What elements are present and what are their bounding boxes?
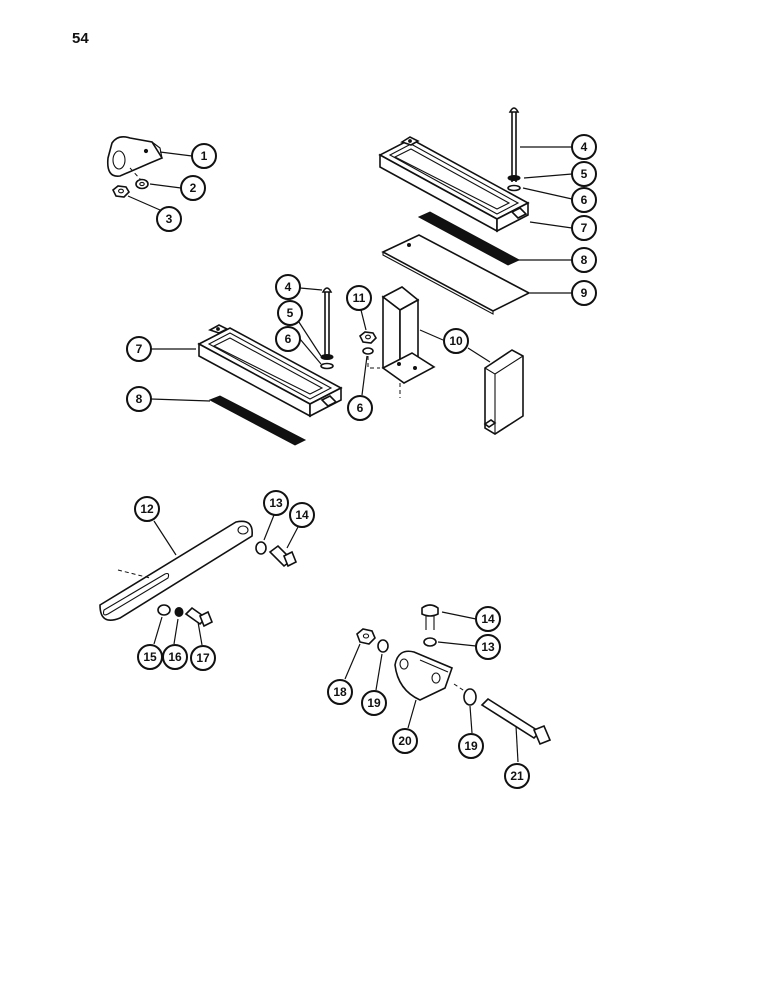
part-washer-lower — [320, 354, 334, 360]
part-lockwasher-16 — [174, 607, 184, 617]
svg-text:10: 10 — [449, 334, 463, 348]
part-bolt-upper — [508, 107, 520, 182]
callout-19-left: 19 — [361, 690, 387, 716]
svg-text:3: 3 — [166, 212, 173, 226]
svg-text:11: 11 — [353, 291, 366, 305]
callout-10: 10 — [443, 328, 469, 354]
part-bolt-17 — [184, 606, 214, 628]
callout-12: 12 — [134, 496, 160, 522]
svg-text:18: 18 — [333, 685, 347, 699]
part-tray-upper — [378, 136, 530, 233]
part-washer-13-upper — [423, 637, 437, 647]
leader-lines — [127, 146, 573, 763]
part-washer-mid — [362, 347, 374, 355]
svg-text:5: 5 — [581, 167, 588, 181]
callout-4-lower: 4 — [275, 274, 301, 300]
part-nut-mid — [358, 331, 378, 344]
svg-text:15: 15 — [143, 650, 157, 664]
svg-text:5: 5 — [287, 306, 294, 320]
part-pad-lower — [208, 395, 307, 446]
svg-text:6: 6 — [285, 332, 292, 346]
part-lock-washer-small — [135, 178, 149, 190]
svg-text:20: 20 — [398, 734, 412, 748]
part-slotted-strap — [99, 520, 253, 621]
page-number: 54 — [72, 30, 89, 47]
svg-text:14: 14 — [295, 508, 309, 522]
callout-3: 3 — [156, 206, 182, 232]
callout-14-strap: 14 — [289, 502, 315, 528]
callout-18: 18 — [327, 679, 353, 705]
svg-text:8: 8 — [136, 392, 143, 406]
svg-text:6: 6 — [357, 401, 364, 415]
svg-text:16: 16 — [168, 650, 182, 664]
svg-text:12: 12 — [140, 502, 154, 516]
part-nut-18 — [356, 628, 376, 645]
callout-5-lower: 5 — [277, 300, 303, 326]
svg-text:1: 1 — [201, 149, 208, 163]
callout-2: 2 — [180, 175, 206, 201]
callout-7-lower: 7 — [126, 336, 152, 362]
svg-text:2: 2 — [190, 181, 197, 195]
svg-text:6: 6 — [581, 193, 588, 207]
callout-19-right: 19 — [458, 733, 484, 759]
callout-14-clamp: 14 — [475, 606, 501, 632]
callout-17: 17 — [190, 645, 216, 671]
svg-text:21: 21 — [510, 769, 524, 783]
callout-20: 20 — [392, 728, 418, 754]
svg-text:19: 19 — [367, 696, 381, 710]
part-lockwasher-lower — [320, 362, 334, 370]
part-washer-strap — [255, 541, 267, 555]
callout-7-upper: 7 — [571, 215, 597, 241]
svg-text:13: 13 — [481, 640, 495, 654]
part-lockwasher-upper — [507, 184, 521, 192]
svg-text:14: 14 — [481, 612, 495, 626]
part-clevis-20 — [394, 650, 454, 701]
callout-9: 9 — [571, 280, 597, 306]
svg-text:4: 4 — [285, 280, 292, 294]
part-bolt-lower — [321, 287, 333, 355]
callout-1: 1 — [191, 143, 217, 169]
callout-16: 16 — [162, 644, 188, 670]
part-bolt-strap — [268, 544, 298, 568]
part-washer-upper — [507, 175, 521, 181]
callout-8-lower: 8 — [126, 386, 152, 412]
svg-text:9: 9 — [581, 286, 588, 300]
svg-text:8: 8 — [581, 253, 588, 267]
callout-6-lower: 6 — [275, 326, 301, 352]
callout-6-mid: 6 — [347, 395, 373, 421]
part-washer-19-left — [377, 639, 389, 653]
callout-8-upper: 8 — [571, 247, 597, 273]
callout-15: 15 — [137, 644, 163, 670]
part-plate — [381, 234, 531, 315]
part-bolt-21 — [480, 697, 552, 746]
callout-5-upper: 5 — [571, 161, 597, 187]
callout-11: 11 — [346, 285, 372, 311]
callout-6-upper: 6 — [571, 187, 597, 213]
part-angle-bracket — [381, 286, 436, 398]
part-bolt-14-upper — [421, 604, 439, 630]
part-tray-lower — [197, 324, 343, 418]
callout-4-upper: 4 — [571, 134, 597, 160]
part-cover — [483, 349, 524, 435]
svg-text:13: 13 — [269, 496, 283, 510]
part-bracket-small — [106, 136, 164, 177]
part-washer-15 — [157, 604, 171, 616]
svg-text:19: 19 — [464, 739, 478, 753]
svg-text:7: 7 — [136, 342, 143, 356]
svg-text:4: 4 — [581, 140, 588, 154]
part-nut-small — [111, 185, 131, 198]
part-washer-19-right — [463, 688, 477, 706]
svg-text:7: 7 — [581, 221, 588, 235]
callout-21: 21 — [504, 763, 530, 789]
svg-text:17: 17 — [196, 651, 210, 665]
callout-13-strap: 13 — [263, 490, 289, 516]
callout-13-clamp: 13 — [475, 634, 501, 660]
